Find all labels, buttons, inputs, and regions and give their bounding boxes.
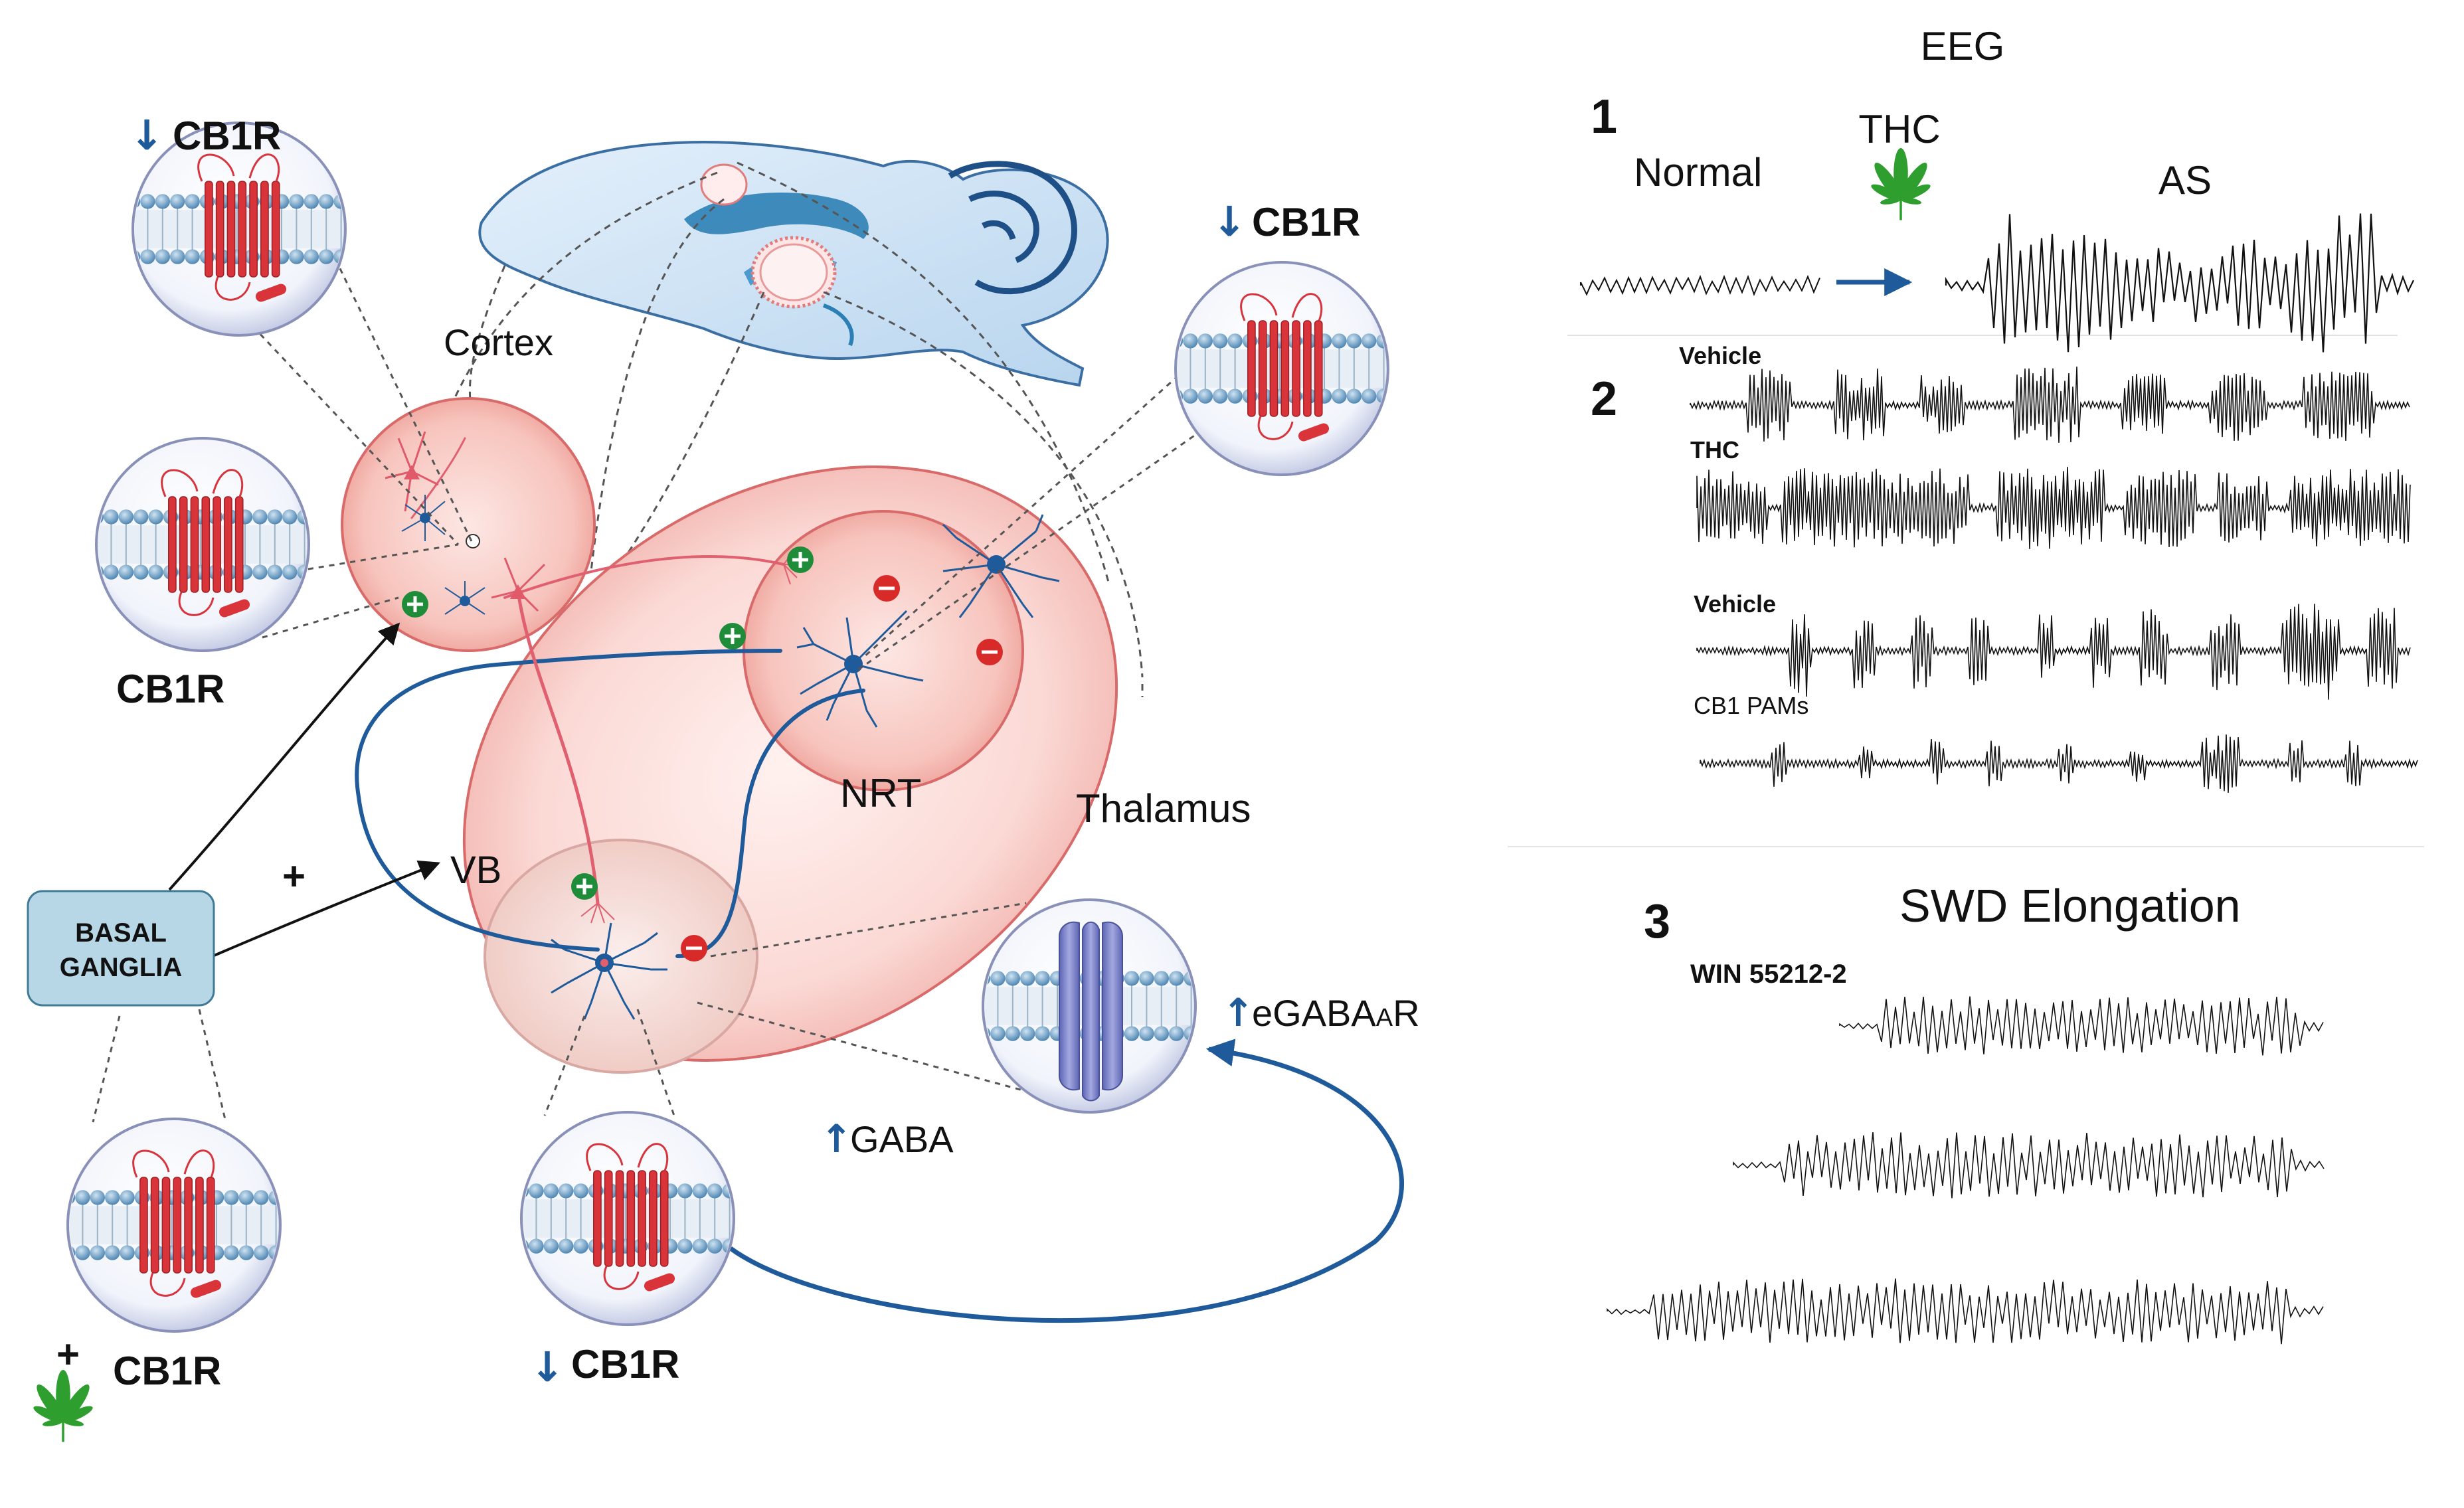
cb1r-bubble-top-right <box>1174 261 1389 476</box>
swd-trace-2 <box>1733 1132 2325 1199</box>
gabaa-receptor-bubble <box>982 898 1197 1114</box>
inhibitory-badges <box>681 575 1003 962</box>
eeg-title: EEG <box>1921 24 2005 68</box>
cb1r-bubble-mid-left <box>95 437 310 652</box>
cb1-pams-trace <box>1700 734 2418 793</box>
trace-label-cb1-pams: CB1 PAMs <box>1694 692 1808 719</box>
basal-ganglia-label-2: GANGLIA <box>60 953 182 982</box>
plus-sign-basal: + <box>56 1332 80 1377</box>
eeg-traces <box>1580 213 2418 1345</box>
normal-eeg-trace <box>1580 274 1820 297</box>
cb1r-label-top-right: CB1R <box>1252 200 1360 244</box>
cb1r-label-top-left: CB1R <box>173 114 281 158</box>
section-1-number: 1 <box>1591 90 1617 143</box>
cb1r-receptor-icon <box>161 469 250 618</box>
swd-trace-3 <box>1607 1278 2324 1345</box>
cb1r-receptor-icon <box>586 1143 675 1292</box>
neural-circuit-panel <box>27 122 1404 1442</box>
swd-trace-1 <box>1839 996 2324 1056</box>
cb1r-label-mid-left: CB1R <box>116 667 224 711</box>
as-eeg-trace <box>1945 213 2414 353</box>
gaba-label: GABA <box>850 1118 954 1160</box>
section-2-number: 2 <box>1591 373 1617 426</box>
cb1r-bubble-bottom <box>520 1111 735 1326</box>
thc-label-1: THC <box>1858 107 1940 151</box>
gabaa-channel-icon <box>1059 921 1123 1102</box>
cortex-region <box>341 397 596 652</box>
excitatory-badges <box>402 546 814 900</box>
down-arrow-bottom: ↓ <box>530 1343 565 1391</box>
left-panel-labels: Cortex Thalamus NRT VB BASAL GANGLIA + ↓… <box>56 111 1420 1393</box>
thc-leaf-icon <box>1871 148 1931 220</box>
trace-label-vehicle-2: Vehicle <box>1694 590 1776 618</box>
vb-region <box>484 839 758 1074</box>
section-3-number: 3 <box>1644 895 1670 948</box>
thc-trace <box>1696 467 2411 549</box>
plus-sign-vb: + <box>282 854 306 898</box>
vb-label: VB <box>450 849 501 892</box>
up-arrow-egabaar: ↑ <box>1222 990 1255 1035</box>
cb1r-bubble-bottom-left <box>66 1118 282 1333</box>
minus-badge-nrt-2 <box>976 639 1003 665</box>
swd-elongation-title: SWD Elongation <box>1899 880 2241 932</box>
normal-label: Normal <box>1634 150 1762 195</box>
down-arrow-top-right: ↓ <box>1212 197 1247 246</box>
neural-pathways <box>355 437 865 958</box>
cb1r-bubbles <box>66 122 1389 1333</box>
cb1r-receptor-icon <box>132 1149 222 1298</box>
thalamus-label: Thalamus <box>1076 786 1251 831</box>
up-arrow-gaba: ↑ <box>820 1116 853 1161</box>
vehicle-trace-1 <box>1690 367 2410 443</box>
plus-badge-nrt-top <box>787 546 814 573</box>
minus-badge-nrt-1 <box>873 575 900 602</box>
cb1r-label-bottom-left: CB1R <box>113 1349 221 1393</box>
vehicle-trace-2 <box>1696 604 2411 700</box>
plus-badge-nrt-left <box>719 623 746 649</box>
cb1r-receptor-icon <box>1240 293 1330 442</box>
trace-label-thc: THC <box>1690 436 1739 463</box>
cb1r-label-bottom: CB1R <box>571 1342 679 1386</box>
basal-ganglia-label-1: BASAL <box>75 918 167 948</box>
feedback-arrow <box>729 1039 1404 1323</box>
eeg-panel: EEG 1 Normal THC AS 2 Vehicle THC Vehicl… <box>1508 24 2424 1345</box>
plus-badge-vb <box>571 873 598 900</box>
egabaar-label: eGABAAR <box>1252 992 1420 1034</box>
down-arrow-top-left: ↓ <box>130 111 164 159</box>
trace-label-vehicle-1: Vehicle <box>1679 342 1761 369</box>
brain-sagittal-illustration <box>478 141 1109 387</box>
minus-badge-vb <box>681 935 707 962</box>
plus-badge-cortex <box>402 591 428 618</box>
cb1r-receptor-icon <box>197 153 287 302</box>
cortex-label: Cortex <box>444 321 553 363</box>
cannabis-leaf-icon <box>33 1370 93 1442</box>
cb1r-bubble-top-left <box>132 122 347 337</box>
basal-ganglia <box>27 622 440 1007</box>
nrt-label: NRT <box>840 771 921 815</box>
as-label: AS <box>2158 158 2212 203</box>
win-label: WIN 55212-2 <box>1690 960 1847 989</box>
